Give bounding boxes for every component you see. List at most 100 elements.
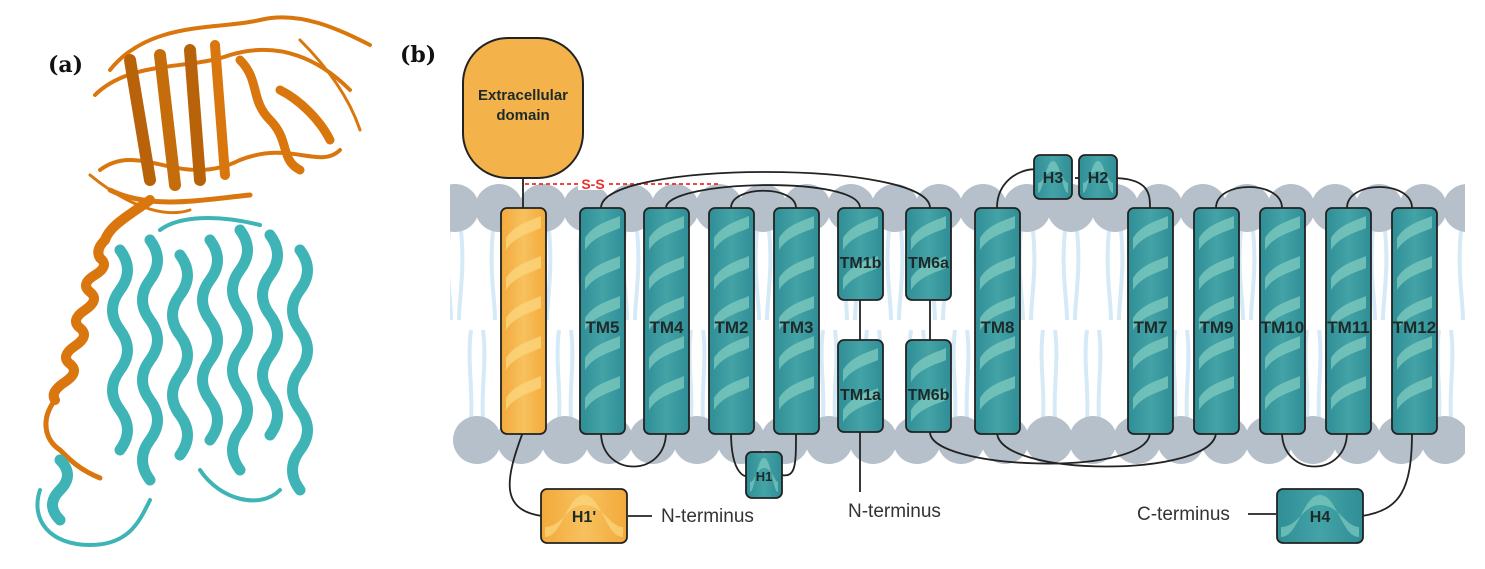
loop-tm12-h4 bbox=[1361, 431, 1413, 517]
lipid-tail bbox=[555, 329, 575, 419]
helix-tm3: TM3 bbox=[773, 207, 820, 435]
tm4-ribbon-stripe bbox=[649, 216, 684, 410]
loop-tm9-tm10 bbox=[1215, 186, 1283, 209]
lipid-tail bbox=[1435, 329, 1455, 419]
h4-body bbox=[1276, 488, 1364, 544]
disulfide-label-bg bbox=[578, 176, 608, 190]
helix-tm10: TM10 bbox=[1259, 207, 1306, 435]
tm3-ribbon-stripe bbox=[779, 216, 814, 410]
h1-body bbox=[745, 451, 783, 499]
connecting-loops bbox=[508, 168, 1413, 517]
helix-tm8: TM8 bbox=[974, 207, 1021, 435]
tm8-label: TM8 bbox=[981, 318, 1015, 337]
loop-tm2-tm3 bbox=[730, 189, 797, 209]
lipid-tail bbox=[1105, 229, 1125, 321]
tm11-label: TM11 bbox=[1327, 318, 1370, 337]
helix-tm4: TM4 bbox=[643, 207, 690, 435]
tm1b-ribbon-stripe bbox=[843, 216, 878, 290]
tm9-label: TM9 bbox=[1200, 318, 1234, 337]
loop-tm5-tm4 bbox=[600, 431, 667, 468]
tm7-ribbon-stripe bbox=[1133, 216, 1168, 410]
helix-tm11: TM11 bbox=[1325, 207, 1372, 435]
helix-tm6b: TM6b bbox=[905, 339, 952, 433]
c-terminus-label: C-terminus bbox=[1137, 504, 1230, 525]
lipid-tail bbox=[1083, 329, 1103, 419]
h4-label: H4 bbox=[1310, 509, 1331, 526]
h3-ribbon-stripe bbox=[1038, 161, 1068, 193]
lipid-tail bbox=[1171, 329, 1191, 419]
tm7-label: TM7 bbox=[1134, 318, 1168, 337]
tm6a-ribbon-stripe bbox=[911, 216, 946, 290]
lipid-tail bbox=[450, 229, 465, 321]
lipid-head bbox=[1069, 416, 1117, 464]
transmembrane-domain-ribbon bbox=[35, 216, 313, 548]
loop-h1-tm3 bbox=[780, 431, 797, 477]
h3-label: H3 bbox=[1043, 170, 1064, 187]
lipid-tail bbox=[951, 329, 971, 419]
tm6b-ribbon-stripe bbox=[911, 348, 946, 422]
tm1a-ribbon-stripe bbox=[843, 348, 878, 422]
h4-ribbon-stripe bbox=[1281, 495, 1359, 537]
h1prime-body bbox=[540, 488, 628, 544]
lipid-tail bbox=[1482, 330, 1485, 418]
lipid-tail bbox=[1017, 229, 1037, 321]
lipid-head bbox=[1465, 416, 1485, 464]
h1prime-ribbon-stripe bbox=[545, 495, 623, 537]
helix-h1: H1 bbox=[745, 451, 783, 499]
lipid-head bbox=[1443, 184, 1465, 232]
h1prime-label: H1' bbox=[572, 509, 596, 526]
tm6a-label: TM6a bbox=[908, 255, 949, 272]
helix-h3: H3 bbox=[1033, 154, 1073, 200]
h2-body bbox=[1078, 154, 1118, 200]
protein-structure-image bbox=[35, 15, 372, 548]
loop-tm5-tm6a bbox=[600, 171, 931, 209]
tm8-ribbon-stripe bbox=[980, 216, 1015, 410]
lipid-tail bbox=[885, 229, 905, 321]
tm9-ribbon-stripe bbox=[1199, 216, 1234, 410]
tm1a-label: TM1a bbox=[840, 387, 881, 404]
loop-tm8-tm9 bbox=[996, 431, 1217, 468]
helix-h2: H2 bbox=[1078, 154, 1118, 200]
lipid-tail bbox=[1237, 229, 1257, 321]
n-terminus-label-1: N-terminus bbox=[661, 506, 754, 527]
helix-tm7: TM7 bbox=[1127, 207, 1174, 435]
ecd-tm-ribbon-stripe bbox=[506, 216, 541, 410]
helix-h1prime: H1' bbox=[540, 488, 628, 544]
helix-tm9: TM9 bbox=[1193, 207, 1240, 435]
lipid-head bbox=[450, 184, 479, 232]
tm10-ribbon-stripe bbox=[1265, 216, 1300, 410]
tm5-label: TM5 bbox=[586, 318, 620, 337]
tm11-ribbon-stripe bbox=[1331, 216, 1366, 410]
disulfide-label: S-S bbox=[581, 176, 604, 192]
panel-a-label: (a) bbox=[48, 52, 84, 78]
extracellular-domain-ribbon bbox=[88, 15, 372, 215]
loop-tm10-tm11 bbox=[1281, 431, 1348, 468]
panel-b-label: (b) bbox=[400, 42, 437, 68]
tm3-label: TM3 bbox=[780, 318, 814, 337]
tm2-ribbon-stripe bbox=[714, 216, 749, 410]
h2-label: H2 bbox=[1088, 170, 1109, 187]
lipid-tail bbox=[1457, 229, 1465, 321]
helix-tm12: TM12 bbox=[1391, 207, 1438, 435]
lipid-tail bbox=[687, 329, 707, 419]
lipid-head bbox=[453, 416, 501, 464]
helix-tm1a: TM1a bbox=[837, 339, 884, 433]
h3-body bbox=[1033, 154, 1073, 200]
tm5-ribbon-stripe bbox=[585, 216, 620, 410]
lipid-tail bbox=[1039, 329, 1059, 419]
extracellular-domain-label-line2: domain bbox=[496, 107, 549, 124]
lipid-tail bbox=[1303, 329, 1323, 419]
loop-tm4-tm1b bbox=[665, 184, 861, 209]
helix-tm2: TM2 bbox=[708, 207, 755, 435]
lipid-tail bbox=[819, 329, 839, 419]
loop-ecd-h1prime bbox=[508, 431, 543, 517]
tm6b-label: TM6b bbox=[908, 387, 950, 404]
extracellular-domain-label-line1: Extracellular bbox=[478, 87, 568, 104]
h2-ribbon-stripe bbox=[1083, 161, 1113, 193]
tm1b-label: TM1b bbox=[840, 255, 882, 272]
tm12-label: TM12 bbox=[1393, 318, 1436, 337]
helix-tm6a: TM6a bbox=[905, 207, 952, 301]
lipid-tail bbox=[753, 229, 773, 321]
